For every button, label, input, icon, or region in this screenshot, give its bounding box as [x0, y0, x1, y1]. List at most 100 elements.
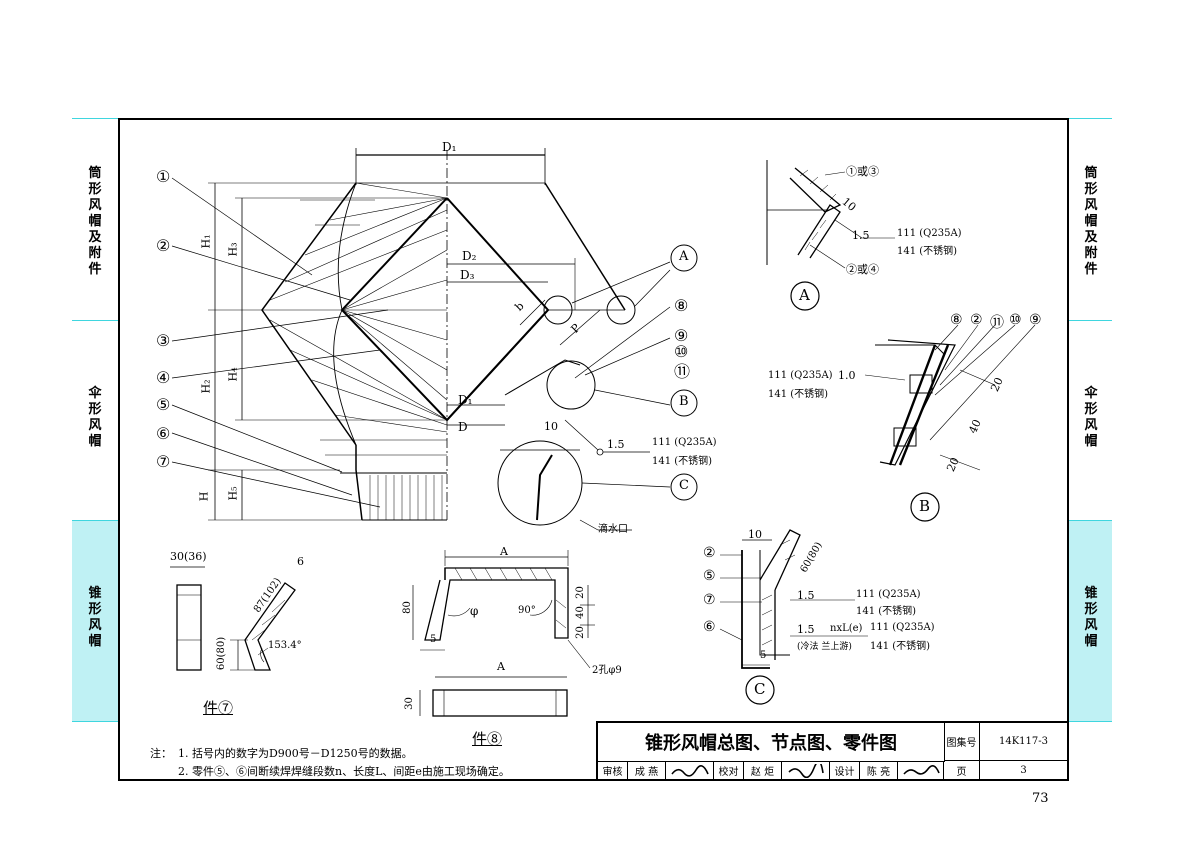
- callout-7: ⑦: [156, 452, 171, 471]
- drawing-frame: [118, 118, 1069, 781]
- part8-dim-90: 90°: [518, 605, 536, 616]
- callout-9: ⑨: [674, 326, 689, 345]
- detailA-callout-top: ①或③: [846, 165, 879, 178]
- left-tab-line-2: [72, 320, 118, 321]
- right-tab-active-bg: [1069, 520, 1112, 721]
- callout-8: ⑧: [674, 296, 689, 315]
- callout-1: ①: [156, 167, 171, 186]
- detailA-weld-line1: 111 (Q235A): [897, 228, 962, 239]
- part7-dim-angle: 153.4°: [268, 640, 302, 651]
- tab-glyph: 及: [1084, 230, 1098, 245]
- tab-glyph: 帽: [88, 214, 102, 229]
- dim-H5: H₅: [226, 486, 240, 501]
- detailC-dim-5: 5: [760, 650, 767, 661]
- callout-3: ③: [156, 331, 171, 350]
- tab-glyph: 形: [88, 182, 102, 197]
- callout-10: ⑩: [674, 342, 689, 361]
- tab-glyph: 形: [88, 602, 102, 617]
- right-tab-line-3: [1069, 520, 1112, 521]
- detailC-weld1-size: 1.5: [797, 589, 815, 602]
- tab-glyph: 附: [88, 246, 102, 261]
- tb-page-no: 3: [980, 761, 1068, 781]
- tb-checker: 赵 炬: [744, 761, 782, 781]
- drain-label: 滴水口: [598, 524, 628, 535]
- callout-C: C: [679, 478, 689, 493]
- tab-glyph: 形: [88, 402, 102, 417]
- detailC-weld2-line1: 111 (Q235A): [870, 622, 935, 633]
- part8-dim-30: 30: [403, 697, 415, 710]
- detailC-weld1-line2: 141 (不锈钢): [856, 606, 917, 617]
- tb-reviewer: 成 燕: [628, 761, 666, 781]
- tb-designer-signature: [898, 761, 944, 781]
- right-tab-line-2: [1069, 320, 1112, 321]
- main-weld-line2: 141 (不锈钢): [652, 456, 713, 467]
- detailC-label: C: [754, 680, 766, 698]
- tab-glyph: 形: [1084, 602, 1098, 617]
- detailB-weld-line2: 141 (不锈钢): [768, 389, 829, 400]
- atlas-label: 图集号: [944, 723, 980, 761]
- main-weld-size: 1.5: [607, 438, 625, 451]
- tb-reviewer-signature: [666, 761, 714, 781]
- detailC-weld2-line2: 141 (不锈钢): [870, 641, 931, 652]
- right-tab-line-1: [1069, 118, 1112, 119]
- left-tab-tube-cap[interactable]: 筒形风帽及附件: [72, 166, 118, 278]
- detailB-weld-line1: 111 (Q235A): [768, 370, 833, 381]
- tb-design-label: 设计: [830, 761, 860, 781]
- detailA-weld-line2: 141 (不锈钢): [897, 246, 958, 257]
- tab-glyph: 伞: [1084, 386, 1098, 401]
- callout-B: B: [679, 394, 689, 409]
- notes-line1: 1. 括号内的数字为D900号－D1250号的数据。: [178, 747, 413, 760]
- right-tab-tube-cap[interactable]: 筒形风帽及附件: [1068, 166, 1114, 278]
- dim-10: 10: [544, 420, 558, 433]
- tab-glyph: 风: [1084, 618, 1098, 633]
- part8-dim-40: 40: [574, 606, 586, 619]
- left-tab-line-1: [72, 118, 118, 119]
- detailA-weld-size: 1.5: [852, 229, 870, 242]
- tab-glyph: 伞: [88, 386, 102, 401]
- tab-glyph: 帽: [88, 634, 102, 649]
- right-tab-line-4: [1069, 721, 1112, 722]
- detailB-callout-2: ②: [970, 312, 983, 328]
- tab-glyph: 风: [1084, 418, 1098, 433]
- tab-glyph: 件: [88, 262, 102, 277]
- dim-H3: H₃: [226, 242, 240, 257]
- detailB-label: B: [919, 497, 931, 515]
- callout-A: A: [679, 249, 689, 264]
- tb-page-label: 页: [944, 761, 980, 781]
- tab-glyph: 件: [1084, 262, 1098, 277]
- tab-glyph: 帽: [1084, 634, 1098, 649]
- tab-glyph: 及: [88, 230, 102, 245]
- tb-check-label: 校对: [714, 761, 744, 781]
- dim-H4: H₄: [226, 367, 240, 382]
- detailA-label: A: [799, 286, 810, 304]
- callout-2: ②: [156, 236, 171, 255]
- part8-dim-80: 80: [401, 601, 413, 614]
- dim-H1: H₁: [199, 234, 213, 249]
- part7-dim-width: 30(36): [170, 550, 207, 563]
- dim-D0: D₁: [458, 393, 473, 407]
- left-tab-umbrella-cap[interactable]: 伞形风帽: [72, 386, 118, 450]
- left-tab-active-bg: [72, 520, 118, 721]
- part8-dim-20b: 20: [574, 626, 586, 639]
- detailA-callout-bottom: ②或④: [846, 263, 879, 276]
- tab-glyph: 风: [88, 418, 102, 433]
- notes-prefix: 注：: [150, 747, 172, 760]
- detailB-callout-8: ⑧: [950, 312, 963, 328]
- detailC-dim-10: 10: [748, 528, 762, 541]
- main-weld-line1: 111 (Q235A): [652, 437, 717, 448]
- dim-D1: D₁: [442, 140, 457, 154]
- detailC-weld2-size: 1.5: [797, 623, 815, 636]
- right-tab-cone-cap[interactable]: 锥形风帽: [1068, 586, 1114, 650]
- callout-11: ⑪: [674, 362, 691, 381]
- left-tab-cone-cap[interactable]: 锥形风帽: [72, 586, 118, 650]
- detailB-callout-10: ⑩: [1009, 312, 1022, 328]
- right-tab-umbrella-cap[interactable]: 伞形风帽: [1068, 386, 1114, 450]
- detailC-callout-6: ⑥: [703, 619, 716, 635]
- part7-label: 件⑦: [203, 699, 234, 717]
- tab-glyph: 筒: [1084, 166, 1098, 181]
- title-block: 锥形风帽总图、节点图、零件图 图集号 14K117-3 审核 成 燕 校对 赵 …: [596, 721, 1068, 781]
- detailC-weld1-line1: 111 (Q235A): [856, 589, 921, 600]
- detailB-weld-size: 1.0: [838, 369, 856, 382]
- dim-H: H: [197, 491, 211, 502]
- part8-phi: φ: [470, 604, 479, 618]
